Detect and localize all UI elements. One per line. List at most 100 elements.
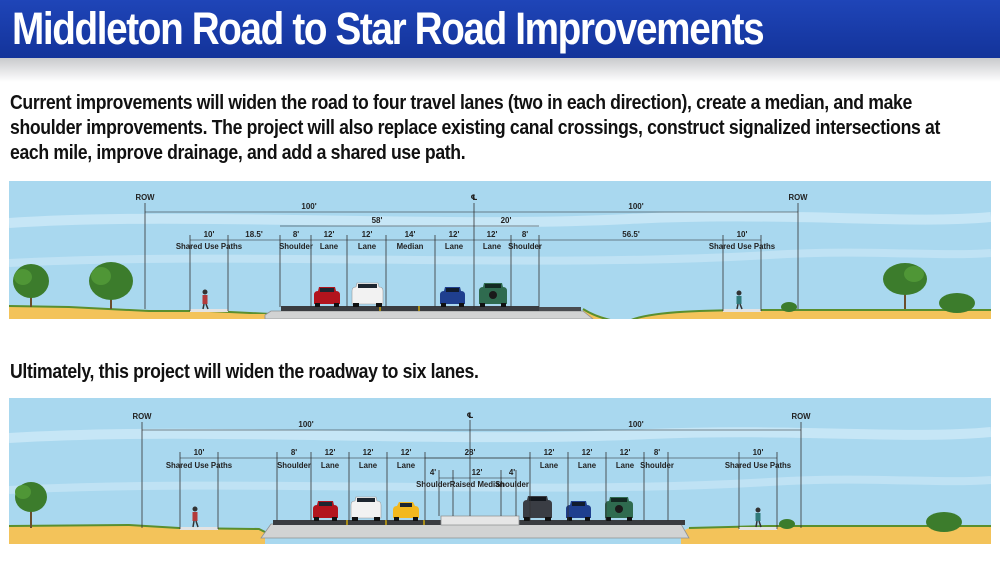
pavement-left (273, 520, 449, 525)
pavement-shoulder (539, 307, 581, 311)
grass-edge (9, 305, 272, 315)
grass-edge (688, 525, 991, 529)
dim-lane-2: 12' (362, 230, 373, 239)
label-lane-1: Lane (320, 242, 339, 251)
tree-left-2 (89, 262, 133, 309)
dim-half-left: 100' (301, 202, 316, 211)
label-left-shoulder: Shoulder (277, 461, 311, 470)
dim-left-lane-1: 12' (325, 448, 336, 457)
suv-green (605, 497, 633, 521)
truck-white (350, 496, 382, 521)
label-path-left: Shared Use Paths (166, 461, 233, 470)
path-slab-left (190, 309, 228, 312)
label-path-left: Shared Use Paths (176, 242, 243, 251)
row-left-label: ROW (135, 193, 155, 202)
dim-lane-3: 12' (449, 230, 460, 239)
car-yellow (393, 502, 419, 521)
label-right-lane-1: Lane (540, 461, 559, 470)
dim-right-lane-1: 12' (544, 448, 555, 457)
car-blue (440, 287, 465, 307)
road-embankment (264, 310, 594, 319)
label-right-shoulder: Shoulder (640, 461, 674, 470)
truck-dark (523, 496, 552, 521)
dim-right-lane-2: 12' (582, 448, 593, 457)
label-median-shoulder-right: Shoulder (495, 480, 529, 489)
dim-half-left: 100' (298, 420, 313, 429)
bush-right (779, 512, 962, 532)
label-right-lane-3: Lane (616, 461, 635, 470)
dim-raised-median: 12' (472, 468, 483, 477)
label-left-lane-1: Lane (321, 461, 340, 470)
dim-median: 14' (405, 230, 416, 239)
pedestrian-right (736, 290, 743, 310)
label-lane-4: Lane (483, 242, 502, 251)
row-right-label: ROW (788, 193, 808, 202)
ultimate-heading: Ultimately, this project will widen the … (10, 360, 479, 383)
dim-lane-4: 12' (487, 230, 498, 239)
intro-paragraph: Current improvements will widen the road… (10, 91, 941, 164)
dim-left-shoulder: 8' (291, 448, 297, 457)
sky-streak (9, 248, 991, 267)
label-left-lane-2: Lane (359, 461, 378, 470)
label-shoulder-1: Shoulder (279, 242, 313, 251)
sky-streak (9, 211, 991, 228)
dim-right-lane-3: 12' (620, 448, 631, 457)
sky-streak (9, 475, 991, 494)
tree-left-1 (13, 264, 49, 307)
label-right-lane-2: Lane (578, 461, 597, 470)
ultimate-cross-section: ROW ROW ℄ 100' 100' 28' 10' Shared Use P… (9, 398, 991, 544)
tree-right-1 (883, 263, 927, 309)
dim-median-shoulder-right: 4' (509, 468, 515, 477)
label-lane-3: Lane (445, 242, 464, 251)
truck-white (351, 282, 384, 307)
dim-lane-1: 12' (324, 230, 335, 239)
pavement-right (509, 520, 685, 525)
label-lane-2: Lane (358, 242, 377, 251)
label-path-right: Shared Use Paths (709, 242, 776, 251)
row-left-label: ROW (132, 412, 152, 421)
centerline-symbol: ℄ (471, 193, 478, 202)
tree-left (15, 482, 47, 528)
pedestrian-left (192, 506, 199, 528)
dim-shoulder-2: 8' (522, 230, 528, 239)
centerline-symbol: ℄ (467, 411, 474, 420)
dim-right-shoulder: 8' (654, 448, 660, 457)
grass-edge (9, 523, 266, 533)
dim-path-right: 10' (753, 448, 764, 457)
pedestrian-left (202, 289, 209, 310)
pavement (281, 306, 539, 311)
dim-shoulder-1: 8' (293, 230, 299, 239)
label-median-shoulder-left: Shoulder (416, 480, 450, 489)
dim-half-right: 100' (628, 202, 643, 211)
dim-median-shoulder-left: 4' (430, 468, 436, 477)
pedestrian-right (755, 507, 762, 528)
title-banner (0, 0, 1000, 58)
dim-offset-left: 18.5' (245, 230, 263, 239)
car-red (313, 501, 338, 521)
path-slab-right (723, 309, 761, 312)
dim-left-lane-3: 12' (401, 448, 412, 457)
label-left-lane-3: Lane (397, 461, 416, 470)
ground (9, 314, 271, 319)
dim-left-span: 58' (372, 216, 383, 225)
dim-path-left: 10' (194, 448, 205, 457)
label-median: Median (397, 242, 424, 251)
raised-median (440, 515, 520, 526)
label-path-right: Shared Use Paths (725, 461, 792, 470)
dim-center-span: 28' (465, 448, 476, 457)
dim-left-lane-2: 12' (363, 448, 374, 457)
path-slab-right (739, 527, 777, 530)
car-red (314, 287, 340, 307)
sky-streak (9, 427, 991, 443)
ground-right (681, 526, 991, 544)
road-embankment (260, 523, 690, 539)
ground-right (583, 309, 991, 319)
banner-shadow (0, 58, 1000, 82)
dim-path-right: 10' (737, 230, 748, 239)
label-raised-median: Raised Median (450, 480, 505, 489)
dim-half-right: 100' (628, 420, 643, 429)
dim-path-left: 10' (204, 230, 215, 239)
suv-green (479, 283, 507, 307)
current-cross-section: ROW ROW ℄ 100' 100' 58' 20' 18.5' 56.5' … (9, 181, 991, 319)
row-right-label: ROW (791, 412, 811, 421)
